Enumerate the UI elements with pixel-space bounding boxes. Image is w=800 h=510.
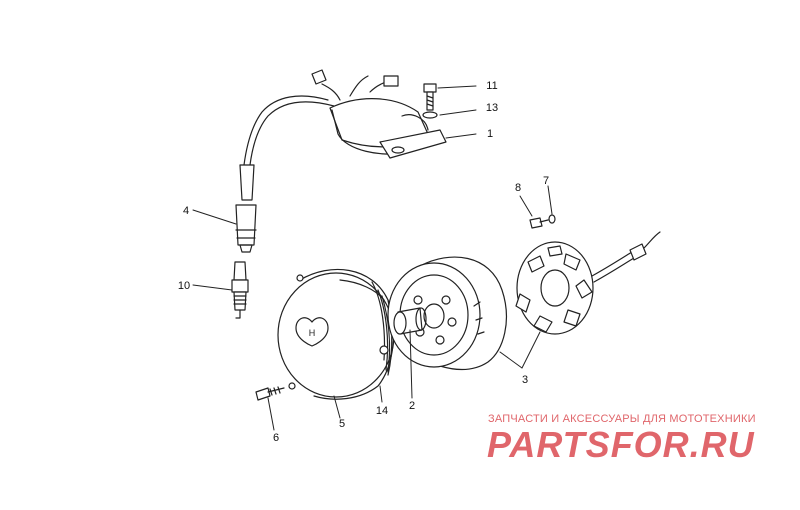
flywheel-nut — [393, 307, 427, 335]
flywheel-cover: H — [277, 268, 395, 400]
cover-screw — [255, 386, 285, 401]
ignition-coil — [311, 69, 447, 159]
stator — [515, 231, 661, 335]
bolt — [423, 83, 437, 111]
spark-plug-cap-and-lead — [235, 95, 335, 253]
stator-washer — [548, 214, 556, 224]
callout-3: 3 — [522, 374, 528, 386]
watermark-logo: PARTSFOR.RU — [487, 424, 755, 465]
callout-6: 6 — [273, 432, 279, 444]
callout-4: 4 — [183, 205, 189, 217]
svg-text:H: H — [309, 328, 316, 338]
callout-11: 11 — [486, 80, 497, 92]
callout-14: 14 — [376, 405, 388, 417]
callout-8: 8 — [515, 182, 521, 194]
spark-plug — [231, 261, 249, 319]
callout-2: 2 — [409, 400, 415, 412]
callout-labels: 1 2 3 4 5 6 7 8 10 11 13 14 — [178, 80, 549, 444]
watermark-caption: ЗАПЧАСТИ И АКСЕССУАРЫ ДЛЯ МОТОТЕХНИКИ — [488, 413, 756, 425]
callout-1: 1 — [487, 128, 493, 140]
callout-13: 13 — [486, 102, 498, 114]
callout-7: 7 — [543, 175, 549, 187]
flywheel-rotor — [387, 256, 508, 371]
washer — [422, 111, 438, 119]
callout-5: 5 — [339, 418, 345, 430]
callout-10: 10 — [178, 280, 190, 292]
stator-screw — [529, 217, 549, 229]
leader-lines — [192, 85, 553, 431]
